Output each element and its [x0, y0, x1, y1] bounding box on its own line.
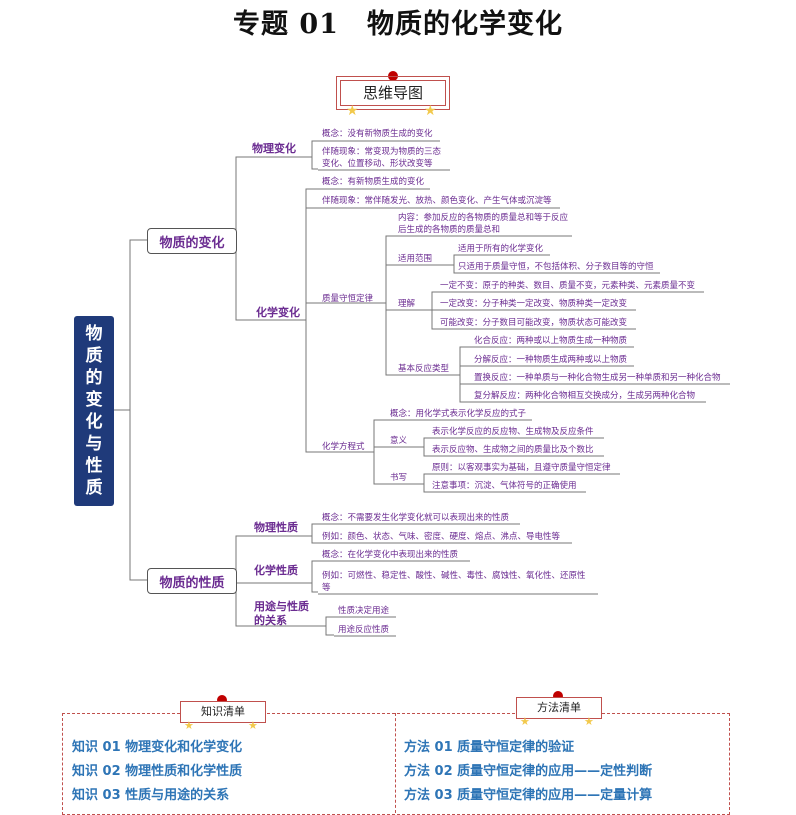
equation-writing-label: 书写: [390, 473, 408, 483]
equation-concept: 概念：用化学式表示化学反应的式子: [390, 409, 527, 419]
branch-change-node: 物质的变化: [147, 228, 237, 254]
reaction-type-item: 分解反应：一种物质生成两种或以上物质: [474, 355, 628, 365]
root-char: 变: [85, 390, 103, 410]
root-char: 化: [85, 412, 103, 432]
reaction-type-item: 置换反应：一种单质与一种化合物生成另一种单质和另一种化合物: [474, 373, 721, 383]
chemical-property-example: 例如：可燃性、稳定性、酸性、碱性、毒性、腐蚀性、氧化性、还原性: [322, 571, 586, 581]
method-item[interactable]: 方法 03 质量守恒定律的应用——定量计算: [404, 788, 653, 803]
understanding-item: 一定改变：分子种类一定改变、物质种类一定改变: [440, 299, 628, 309]
chemical-change-concept: 概念：有新物质生成的变化: [322, 177, 425, 187]
mindmap-label-frame: [336, 76, 450, 110]
root-char: 性: [85, 456, 103, 476]
physical-property-example: 例如：颜色、状态、气味、密度、硬度、熔点、沸点、导电性等: [322, 532, 561, 542]
reaction-type-item: 复分解反应：两种化合物相互交换成分，生成另两种化合物: [474, 391, 696, 401]
lists-divider: [395, 713, 396, 813]
page-title: 专题 01 物质的化学变化: [233, 9, 563, 40]
scope-label: 适用范围: [398, 254, 433, 264]
root-char: 与: [85, 434, 103, 454]
methods-tag: 方法清单: [516, 697, 602, 719]
knowledge-tag: 知识清单: [180, 701, 266, 723]
scope-item: 适用于所有的化学变化: [458, 244, 544, 254]
chemical-change-phenomena: 伴随现象：常伴随发光、放热、颜色变化、产生气体或沉淀等: [322, 196, 552, 206]
usage-item: 用途反应性质: [338, 625, 390, 635]
usage-relation-label: 用途与性质: [254, 600, 309, 613]
chemical-property-concept: 概念：在化学变化中表现出来的性质: [322, 550, 459, 560]
mindmap-connectors: [114, 140, 730, 637]
star-icon: ★: [248, 719, 258, 732]
chemical-property-example-cont: 等: [322, 583, 331, 593]
conservation-content-cont: 后生成的各物质的质量总和: [398, 225, 501, 235]
method-item[interactable]: 方法 01 质量守恒定律的验证: [404, 740, 575, 755]
chemical-change-label: 化学变化: [256, 306, 300, 319]
physical-property-concept: 概念：不需要发生化学变化就可以表现出来的性质: [322, 513, 510, 523]
usage-item: 性质决定用途: [338, 606, 390, 616]
chemical-property-label: 化学性质: [254, 564, 298, 577]
star-icon: ★: [184, 719, 194, 732]
knowledge-item[interactable]: 知识 03 性质与用途的关系: [72, 788, 230, 803]
root-node: 物 质 的 变 化 与 性 质: [74, 316, 114, 506]
knowledge-item[interactable]: 知识 01 物理变化和化学变化: [72, 740, 243, 755]
knowledge-item[interactable]: 知识 02 物理性质和化学性质: [72, 764, 243, 779]
star-icon: ★: [520, 715, 530, 728]
physical-change-phenomena: 伴随现象：常变现为物质的三态: [322, 147, 442, 157]
equation-writing-item: 原则：以客观事实为基础，且遵守质量守恒定律: [432, 463, 611, 473]
conservation-content: 内容：参加反应的各物质的质量总和等于反应: [398, 213, 569, 223]
reaction-type-item: 化合反应：两种或以上物质生成一种物质: [474, 336, 628, 346]
physical-change-label: 物理变化: [252, 142, 296, 155]
usage-relation-label-cont: 的关系: [254, 614, 287, 627]
root-char: 质: [85, 346, 103, 366]
star-icon: ★: [424, 103, 437, 119]
root-char: 物: [85, 324, 103, 344]
conservation-law-label: 质量守恒定律: [322, 294, 374, 304]
root-char: 质: [85, 478, 103, 498]
scope-item: 只适用于质量守恒，不包括体积、分子数目等的守恒: [458, 262, 654, 272]
physical-property-label: 物理性质: [254, 521, 298, 534]
equation-meaning-item: 表示反应物、生成物之间的质量比及个数比: [432, 445, 594, 455]
mindmap-label: 思维导图: [340, 80, 446, 106]
reaction-types-label: 基本反应类型: [398, 364, 450, 374]
equation-meaning-label: 意义: [390, 436, 408, 446]
method-item[interactable]: 方法 02 质量守恒定律的应用——定性判断: [404, 764, 653, 779]
pin-icon: [217, 695, 227, 705]
root-char: 的: [85, 368, 103, 388]
branch-property-node: 物质的性质: [147, 568, 237, 594]
equation-label: 化学方程式: [322, 442, 365, 452]
understanding-item: 可能改变：分子数目可能改变，物质状态可能改变: [440, 318, 628, 328]
equation-writing-item: 注意事项：沉淀、气体符号的正确使用: [432, 481, 577, 491]
equation-meaning-item: 表示化学反应的反应物、生成物及反应条件: [432, 427, 594, 437]
understanding-label: 理解: [398, 299, 416, 309]
physical-change-phenomena-cont: 变化、位置移动、形状改变等: [322, 159, 433, 169]
pin-icon: [553, 691, 563, 701]
star-icon: ★: [346, 103, 359, 119]
physical-change-concept: 概念：没有新物质生成的变化: [322, 129, 433, 139]
understanding-item: 一定不变：原子的种类、数目、质量不变，元素种类、元素质量不变: [440, 281, 696, 291]
star-icon: ★: [584, 715, 594, 728]
